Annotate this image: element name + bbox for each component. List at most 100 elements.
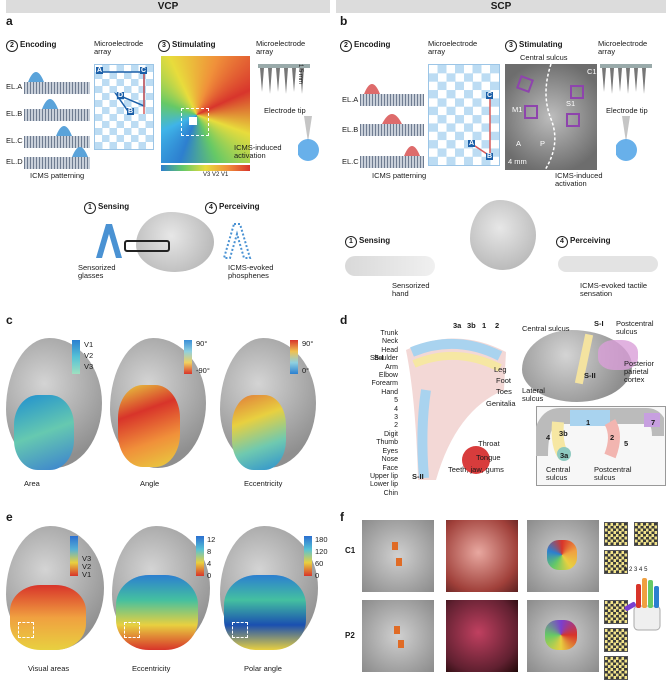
ecc-tick: 0 [207,571,212,580]
row-label-p2: P2 [345,631,355,640]
body-part-label: Arm [385,363,398,371]
section-3b: 3b [559,429,568,438]
brain-label-a: A [516,139,522,148]
caption-visual-areas: Visual areas [28,664,70,673]
legend-v1: V1 [82,570,92,579]
step-number: 3 [158,40,170,52]
strip-1: 1 [482,321,487,330]
caption-eccentricity: Eccentricity [132,664,171,673]
d-central-sulcus: Central sulcus [522,324,570,333]
microarray-label-b: Microelectrode array [428,39,478,56]
d-lateral: Lateral sulcus [522,386,545,403]
body-part-label: Leg [494,365,507,374]
stim-spot [189,117,197,125]
colorbar-label: V1 [221,172,229,178]
robotic-hand-icon [345,256,435,276]
encoding-envelopes-b [364,84,420,156]
digit-labels: 1 2 3 4 5 [624,566,647,574]
glasses-label: Sensorized glasses [78,263,116,280]
homunculus-left-labels: Trunk Neck Head Shoulder Arm Elbow Forea… [338,330,398,498]
grid-letter: C [140,67,148,74]
caption-area: Area [24,479,40,488]
icms-patterning-b: ICMS patterning [372,171,427,180]
area-legend [72,340,80,374]
body-part-label: Neck [382,338,398,346]
grid-letter: C [486,92,494,99]
polar-overlay [224,575,306,650]
icms-patterning-a: ICMS patterning [30,171,85,180]
section-5: 5 [624,439,629,448]
section-7: 7 [651,418,656,427]
electrode-map-grid [604,600,628,624]
pulse-train [360,156,424,168]
stim-path-a [100,71,145,115]
hand-digit-map-icon [624,578,661,631]
strip-2: 2 [495,321,500,330]
body-part-label: Foot [496,376,512,385]
head-illustration [136,212,214,272]
pulse-train [360,124,424,136]
scale-label-a: 1.5 mm [297,64,303,85]
body-part-label: Head [381,346,398,354]
human-hand-icon [558,256,658,272]
p2-brain-surface [362,600,434,672]
retinotopic-map-image [161,56,250,163]
label-s2: S-II [412,472,424,481]
sensing-label: Sensing [359,236,391,245]
brain-overlay-b [516,64,584,170]
letter-a-phosphene-icon [222,223,252,259]
visual-areas-overlay [10,585,86,650]
array-marker [394,626,400,634]
scale-label-b: 4 mm [508,157,527,166]
brain-label-s1: S1 [566,99,576,108]
body-part-label: Elbow [378,372,398,380]
grid-letter: A [96,67,104,74]
electrode-tip-b [616,116,637,161]
channel-label: EL.C [342,157,359,166]
glasses-icon [124,240,170,252]
array-marker [398,640,404,648]
grid-letter: B [127,108,135,115]
caption-polar-angle: Polar angle [244,664,282,673]
eccentricity-legend [196,536,204,576]
section-1: 1 [586,418,591,427]
pulse-train [360,94,424,106]
channel-label: EL.A [6,82,23,91]
array-marker [392,542,398,550]
step-number: 2 [340,40,352,52]
body-part-label: Upper lip [369,472,398,480]
electrode-tip-label-a: Electrode tip [264,106,306,115]
d-s1: S-I [594,319,604,328]
label-s1: S-I [374,353,384,362]
pulse-train [24,157,90,169]
section-3a: 3a [560,451,569,460]
pulse-train [24,82,90,94]
body-part-label: Teeth, jaw, gums [448,465,504,474]
ppc-overlay [598,340,638,370]
stim-box-e1 [18,622,34,638]
body-part-label: 5 [394,397,398,405]
legend-v3: V3 [84,362,94,371]
brain-label-p: P [540,139,546,148]
section-2: 2 [610,433,615,442]
microelectrode-grid-b [428,64,500,166]
grid-letter: D [117,92,125,99]
stim-region-box [181,108,209,136]
colorbar-label: V2 [212,172,220,178]
body-part-label: Chin [383,489,398,497]
microarray-label-a: Microelectrode array [94,39,144,56]
polar-legend [304,536,312,576]
polar-tick: 120 [315,547,328,556]
stim-box-e2 [124,622,140,638]
channel-label: EL.B [342,125,359,134]
channel-label: EL.D [6,157,23,166]
body-part-label: Shoulder [369,355,398,363]
step-number: 2 [6,40,18,52]
perceiving-label: Perceiving [219,202,260,211]
ecc-tick: 4 [207,559,212,568]
strip-3a: 3a [453,321,462,330]
stim-path-b [471,94,491,158]
